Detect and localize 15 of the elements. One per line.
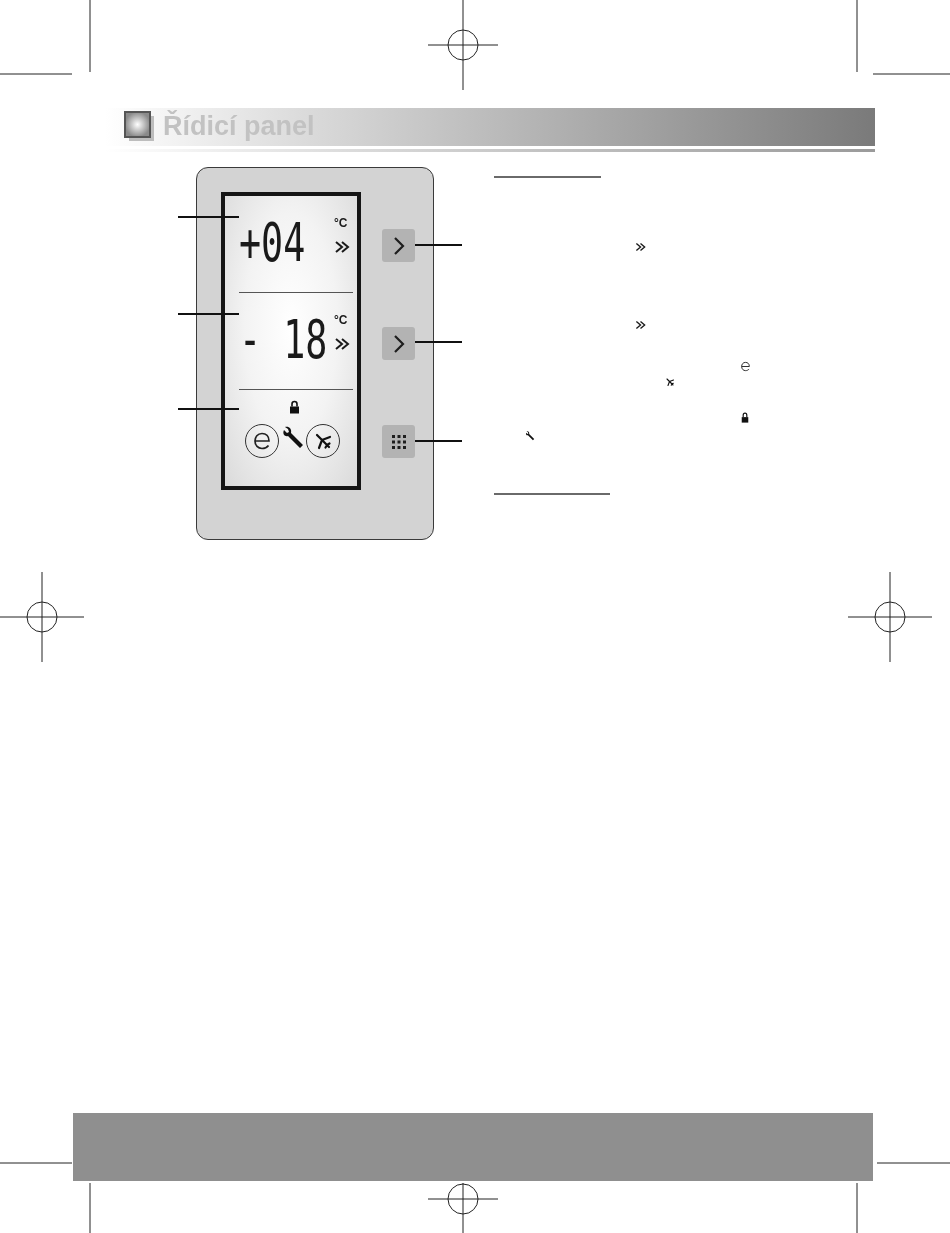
temperature-digits: - 18 xyxy=(239,313,328,367)
leader-line xyxy=(414,440,463,442)
unit-label: °C xyxy=(334,314,348,326)
menu-button xyxy=(382,425,415,458)
leader-line xyxy=(414,341,463,343)
select-button xyxy=(382,327,415,360)
leader-line xyxy=(177,216,240,218)
control-panel xyxy=(196,167,434,540)
select-button xyxy=(382,229,415,262)
leader-line xyxy=(414,244,463,246)
unit-label: °C xyxy=(334,217,348,229)
leader-line xyxy=(177,313,240,315)
leader-line xyxy=(177,408,240,410)
lcd-display xyxy=(221,192,361,490)
temperature-digits: +04 xyxy=(239,216,306,270)
